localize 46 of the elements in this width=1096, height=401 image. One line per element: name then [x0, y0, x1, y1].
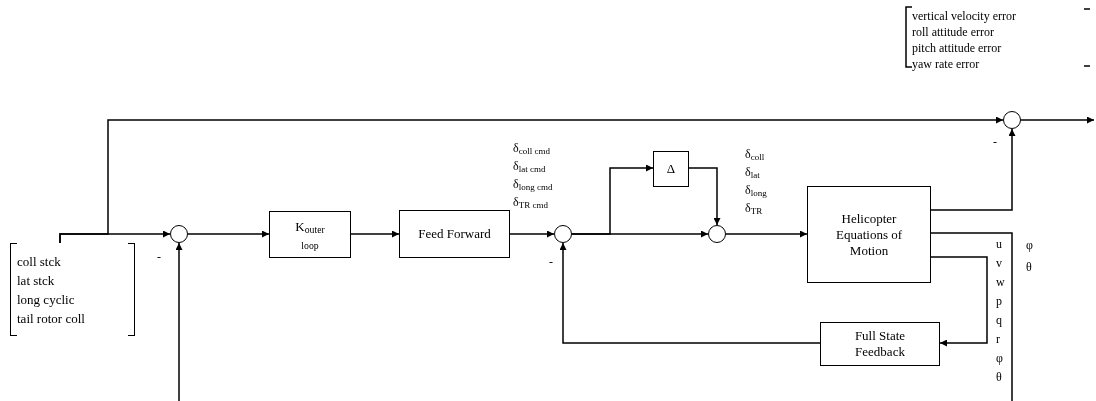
signal-label: θ — [996, 370, 1002, 384]
bracketed-input-list: coll stck lat stck long cyclic tail rotor coll — [10, 243, 135, 336]
arrow — [571, 230, 709, 238]
signal-label: - — [993, 135, 997, 149]
signal-label: δ$_{coll}$ — [745, 147, 765, 161]
block-box: Helicopter Equations of Motion — [807, 186, 931, 283]
signal-label: δ$_{long cmd}$ — [513, 177, 553, 191]
signal-label: δ$_{TR}$ — [745, 201, 763, 215]
signal-label: δ$_{long}$ — [745, 183, 767, 197]
summing-junction — [708, 225, 726, 243]
signal-label: δ$_{coll cmd}$ — [513, 141, 550, 155]
arrow — [559, 242, 821, 344]
arrow — [187, 230, 270, 238]
arrow — [688, 167, 721, 226]
arrow — [59, 116, 1004, 244]
signal-label: δ$_{TR cmd}$ — [513, 195, 548, 209]
signal-label: vertical velocity error — [912, 9, 1016, 23]
signal-label: roll attitude error — [912, 25, 994, 39]
signal-label: v — [996, 256, 1002, 270]
arrow — [725, 230, 808, 238]
signal-label: - — [549, 255, 553, 269]
signal-label: yaw rate error — [912, 57, 980, 71]
signal-label: - — [157, 250, 161, 264]
signal-label: r — [996, 332, 1000, 346]
signal-label: q — [996, 313, 1002, 327]
signal-label: δ$_{lat cmd}$ — [513, 159, 546, 173]
block-box: Full State Feedback — [820, 322, 940, 366]
signal-label: φ — [1026, 238, 1033, 252]
block-box: Feed Forward — [399, 210, 510, 258]
arrow — [930, 128, 1016, 211]
arrow — [175, 242, 183, 401]
summing-junction — [170, 225, 188, 243]
arrow — [509, 230, 555, 238]
arrow — [350, 230, 400, 238]
signal-label: w — [996, 275, 1005, 289]
arrow — [930, 256, 988, 347]
signal-label: δ$_{lat}$ — [745, 165, 760, 179]
signal-label: p — [996, 294, 1002, 308]
signal-label: θ — [1026, 260, 1032, 274]
arrow — [1020, 116, 1095, 124]
signal-label: u — [996, 237, 1002, 251]
block-box: Δ — [653, 151, 689, 187]
signal-label: φ — [996, 351, 1003, 365]
signal-label: pitch attitude error — [912, 41, 1002, 55]
summing-junction — [554, 225, 572, 243]
summing-junction — [1003, 111, 1021, 129]
